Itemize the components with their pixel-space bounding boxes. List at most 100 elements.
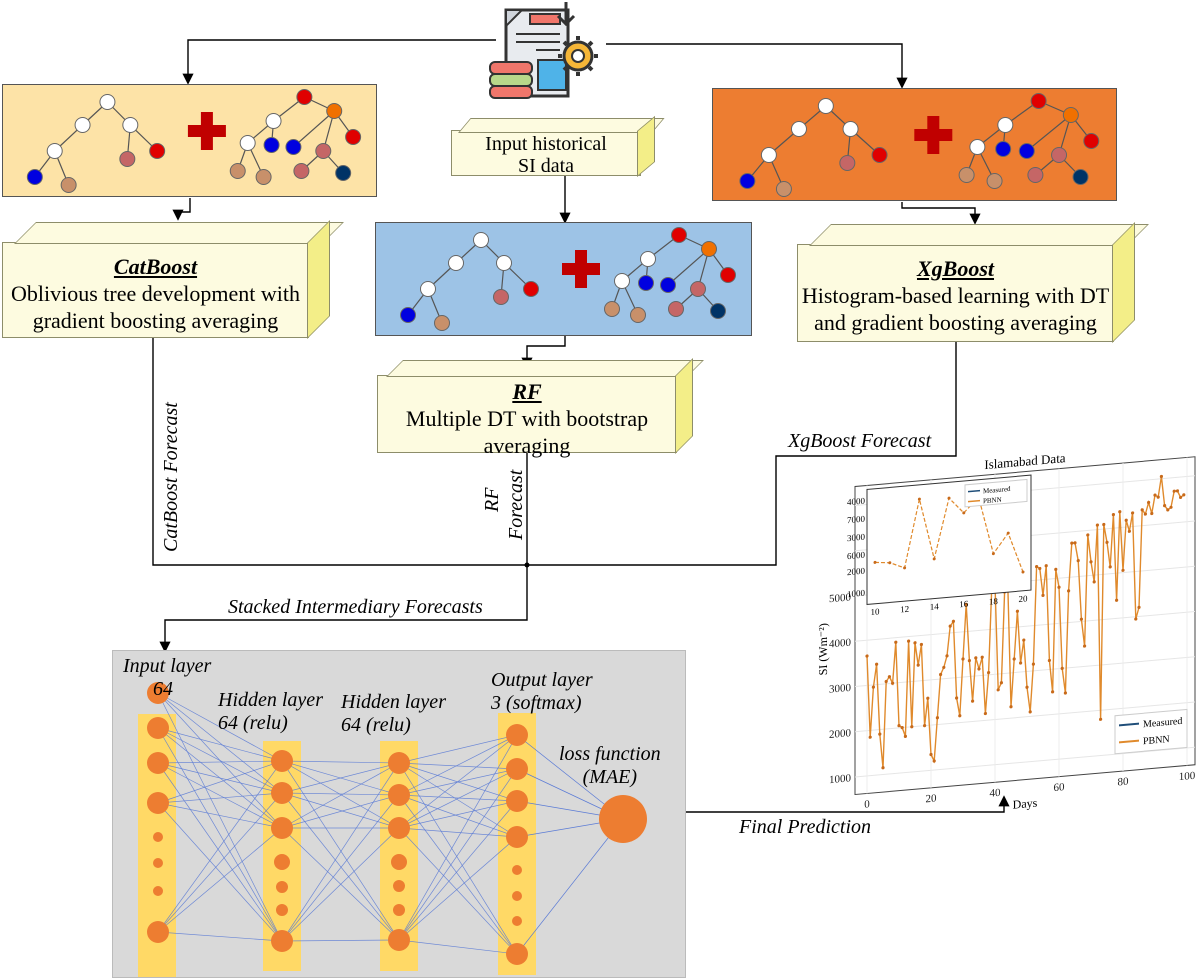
data-point bbox=[1079, 617, 1083, 621]
chart-title: Islamabad Data bbox=[984, 450, 1065, 472]
arrow-icon-to-xgboost bbox=[606, 43, 908, 89]
nn-connection bbox=[157, 792, 283, 804]
data-point bbox=[1169, 505, 1173, 509]
x-tick-label: 0 bbox=[864, 798, 870, 810]
neuron bbox=[512, 865, 522, 875]
loss-neuron bbox=[599, 795, 647, 843]
tree-node bbox=[255, 169, 272, 185]
x-axis-label: Days bbox=[1013, 796, 1038, 810]
data-point bbox=[884, 679, 888, 684]
tree-node bbox=[969, 139, 986, 155]
data-point bbox=[1140, 508, 1144, 512]
nn-connection bbox=[398, 827, 518, 838]
nn-connection bbox=[157, 727, 283, 794]
data-point bbox=[875, 662, 879, 666]
nn-connection bbox=[157, 760, 283, 764]
data-point bbox=[1124, 518, 1128, 522]
tree-node bbox=[995, 141, 1012, 157]
tree-node bbox=[26, 169, 43, 185]
data-point bbox=[1108, 565, 1112, 569]
tree-node bbox=[326, 103, 343, 119]
tree-node bbox=[871, 147, 888, 163]
tree-node bbox=[263, 137, 280, 153]
arrow-icon-to-catboost bbox=[182, 39, 496, 85]
data-point bbox=[1054, 567, 1058, 572]
nn-connection bbox=[281, 794, 400, 829]
data-point bbox=[910, 725, 914, 729]
x-tick-label: 100 bbox=[1179, 770, 1196, 783]
data-point bbox=[1022, 638, 1026, 642]
tree-node bbox=[1051, 147, 1068, 163]
rf-forecast-label-1: RF bbox=[481, 487, 503, 512]
rf-box: RF Multiple DT with bootstrap averaging bbox=[377, 358, 704, 458]
data-point bbox=[1111, 513, 1115, 517]
tree-node bbox=[839, 155, 856, 171]
data-point bbox=[1047, 658, 1051, 663]
tree-node bbox=[119, 151, 136, 167]
inset-y-tick: 3000 bbox=[847, 532, 865, 544]
data-point bbox=[1086, 533, 1090, 537]
nn-connection bbox=[281, 760, 400, 764]
data-point bbox=[1131, 511, 1135, 515]
neuron bbox=[271, 750, 293, 772]
tree-node bbox=[775, 181, 792, 197]
tree-node bbox=[1018, 143, 1035, 159]
xgboost-box: XgBoost Histogram-based learning with DT… bbox=[797, 222, 1149, 343]
data-point bbox=[974, 656, 978, 660]
data-point bbox=[1105, 540, 1109, 544]
legend-label: Measured bbox=[1143, 716, 1182, 730]
nn-connection bbox=[398, 827, 518, 955]
tree-node bbox=[448, 255, 464, 271]
data-point bbox=[1015, 609, 1019, 613]
plus-icon bbox=[200, 112, 213, 150]
data-point bbox=[971, 699, 975, 703]
inset-data-point bbox=[873, 560, 877, 564]
data-point bbox=[913, 641, 917, 645]
tree-node bbox=[434, 315, 450, 331]
data-point bbox=[967, 659, 971, 663]
tree-node bbox=[265, 113, 282, 129]
nn-connection bbox=[281, 760, 400, 829]
data-point bbox=[1179, 495, 1183, 500]
loss-function-label: loss function(MAE) bbox=[559, 743, 661, 788]
nn-connection bbox=[281, 792, 400, 829]
neuron bbox=[393, 904, 405, 916]
y-tick-label: 3000 bbox=[829, 682, 851, 696]
data-point bbox=[1172, 489, 1176, 493]
nn-connection bbox=[157, 760, 283, 804]
tree-node bbox=[1027, 167, 1044, 183]
neuron bbox=[506, 724, 528, 746]
data-point bbox=[923, 724, 927, 728]
tree-node bbox=[997, 117, 1014, 133]
neuron bbox=[153, 886, 163, 896]
catboost-tree-diagram bbox=[26, 89, 362, 193]
data-point bbox=[916, 663, 920, 667]
data-point bbox=[1159, 474, 1163, 479]
inset-legend-label: Measured bbox=[983, 485, 1011, 495]
nn-connection bbox=[157, 692, 283, 942]
tree-node bbox=[99, 94, 116, 110]
tree-node bbox=[296, 89, 313, 105]
data-point bbox=[977, 667, 981, 671]
nn-connection bbox=[157, 727, 283, 942]
inset-y-tick: 4000 bbox=[847, 496, 865, 508]
neuron bbox=[506, 758, 528, 780]
nn-connection bbox=[157, 827, 283, 933]
rf-tree-diagram bbox=[400, 227, 736, 331]
neuron bbox=[276, 904, 288, 916]
neuron bbox=[506, 943, 528, 965]
line-xgboost-forecast bbox=[527, 342, 957, 566]
arrow-catboost-panel-to-box bbox=[172, 198, 191, 221]
data-point bbox=[1175, 489, 1179, 493]
tree-edge bbox=[667, 248, 710, 286]
tree-node bbox=[842, 121, 859, 137]
inset-x-tick: 12 bbox=[900, 604, 909, 615]
data-point bbox=[987, 670, 991, 675]
data-point bbox=[1031, 662, 1035, 666]
x-tick-label: 20 bbox=[926, 792, 937, 805]
inset-data-point bbox=[962, 511, 966, 515]
data-point bbox=[1044, 564, 1048, 568]
data-point bbox=[980, 655, 984, 659]
